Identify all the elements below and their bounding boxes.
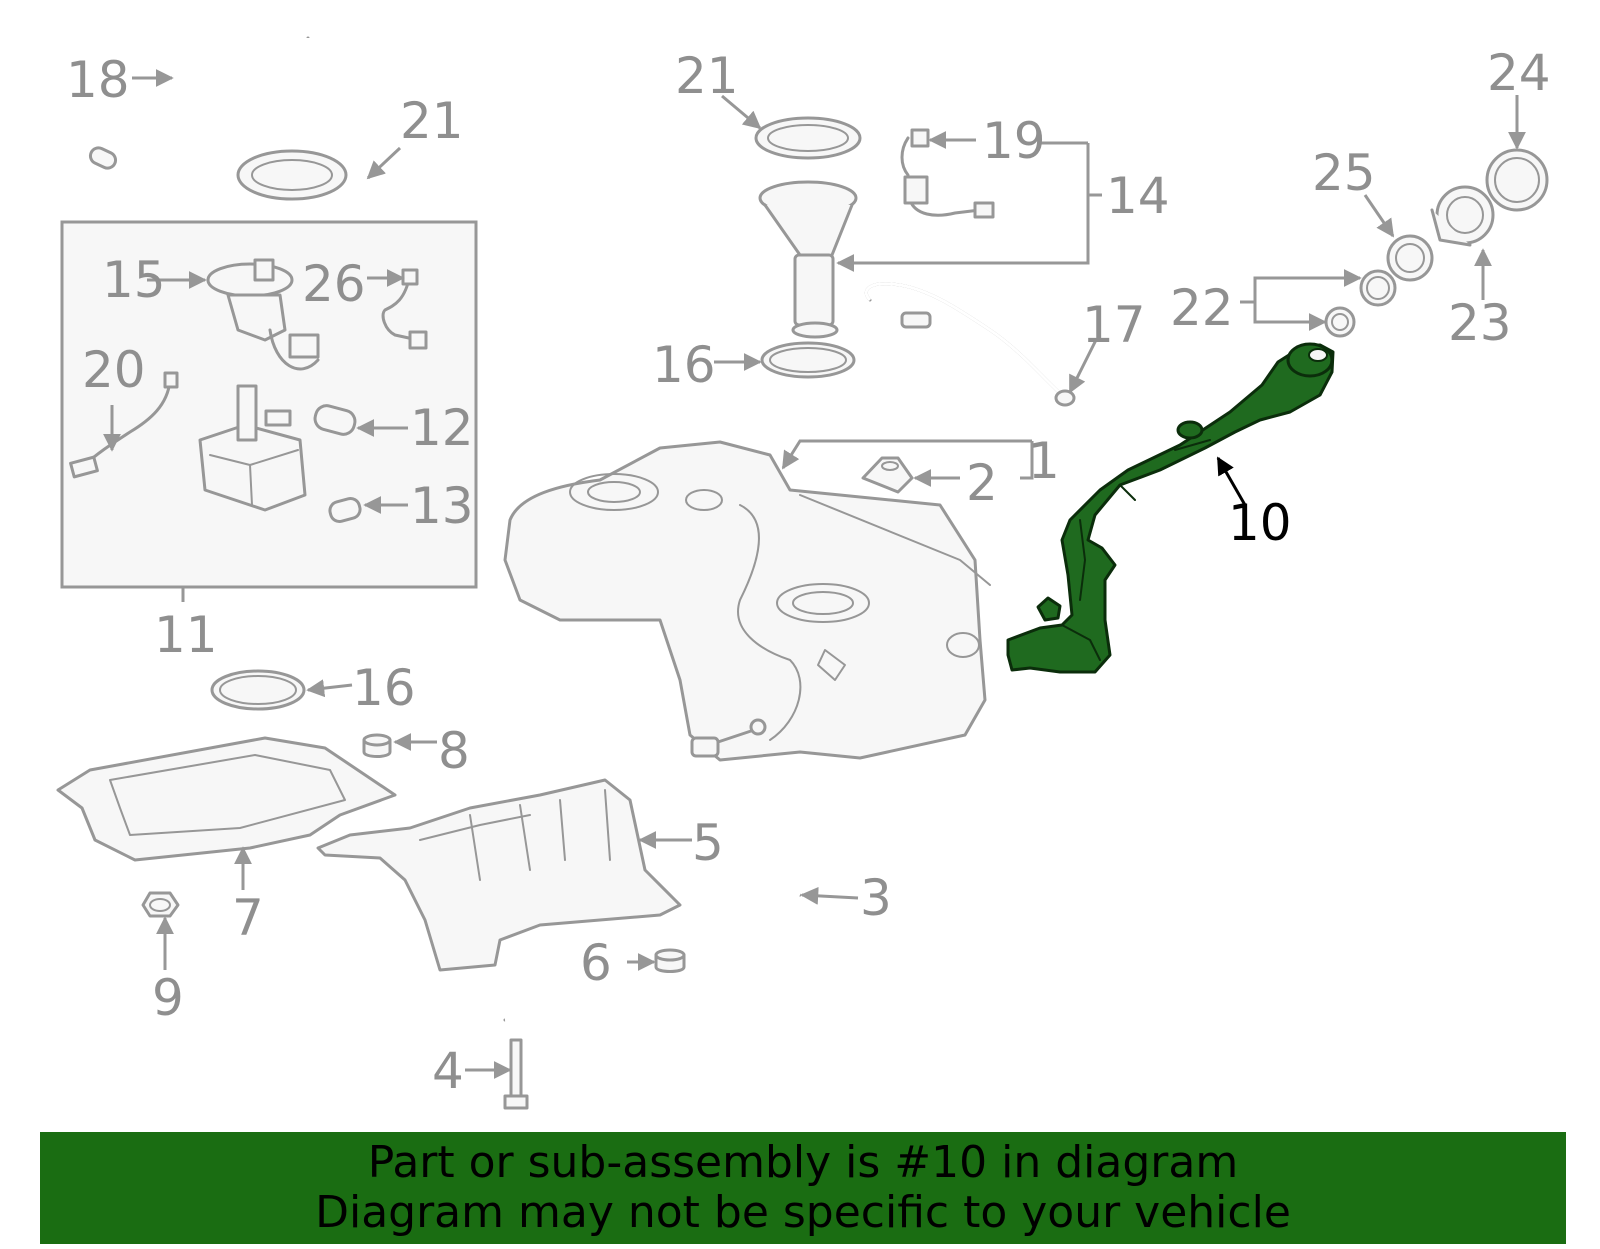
callout-4: 4 — [432, 1042, 464, 1100]
part-4-bolt — [503, 1038, 529, 1110]
part-16-gasket-center — [760, 341, 856, 379]
part-13-valve — [328, 496, 362, 524]
callout-13: 13 — [410, 477, 474, 535]
info-banner: Part or sub-assembly is #10 in diagram D… — [40, 1132, 1566, 1244]
callout-24: 24 — [1487, 44, 1551, 102]
part-7-shield — [56, 736, 397, 862]
callout-3: 3 — [860, 869, 892, 927]
part-9-nut — [141, 891, 180, 918]
part-3-strap — [503, 887, 802, 1068]
part-25-ring — [1386, 234, 1434, 282]
part-19-sender-unit — [900, 128, 995, 219]
callout-18: 18 — [66, 51, 130, 109]
part-16-gasket-left — [210, 669, 306, 711]
part-8-cushion — [362, 733, 392, 758]
callout-21-left: 21 — [400, 92, 464, 150]
part-22-plug-upper — [1359, 269, 1397, 307]
callout-15: 15 — [102, 251, 166, 309]
part-23-filler-neck-seat — [1430, 185, 1495, 247]
callout-26: 26 — [302, 255, 366, 313]
callout-16-center: 16 — [652, 336, 716, 394]
part-21-lock-ring-left — [236, 149, 348, 201]
callout-2: 2 — [966, 454, 998, 512]
callout-6: 6 — [580, 934, 612, 992]
callout-25: 25 — [1312, 144, 1376, 202]
banner-line-1: Part or sub-assembly is #10 in diagram — [367, 1137, 1239, 1188]
callout-11: 11 — [154, 606, 218, 664]
part-10-filler-pipe-highlighted — [1006, 342, 1335, 674]
callout-1: 1 — [1028, 432, 1060, 490]
callout-12: 12 — [410, 399, 474, 457]
part-15-pump-bracket — [206, 258, 320, 371]
part-12-filter — [313, 404, 357, 436]
callout-10-highlighted: 10 — [1228, 494, 1292, 552]
callout-22: 22 — [1170, 279, 1234, 337]
callout-9: 9 — [152, 969, 184, 1027]
part-21-lock-ring-center — [754, 116, 862, 160]
callout-8: 8 — [438, 722, 470, 780]
callout-17: 17 — [1082, 296, 1146, 354]
part-26-harness — [381, 268, 428, 350]
part-1-fuel-tank — [503, 440, 991, 762]
banner-line-2: Diagram may not be specific to your vehi… — [315, 1187, 1291, 1238]
callout-7: 7 — [232, 889, 264, 947]
callout-19: 19 — [982, 112, 1046, 170]
part-6-cushion — [654, 948, 686, 973]
callout-23: 23 — [1448, 294, 1512, 352]
part-17-vent-tube — [864, 282, 1076, 407]
callout-5: 5 — [692, 814, 724, 872]
part-20-wire-harness — [69, 371, 179, 479]
callout-21-center: 21 — [675, 47, 739, 105]
part-14-sender-assembly — [758, 180, 858, 339]
callout-16-left: 16 — [352, 659, 416, 717]
part-24-gasket — [1485, 148, 1549, 212]
part-18-fuel-tube — [88, 36, 310, 192]
part-2-grommet — [861, 456, 914, 494]
part-5-heat-shield — [316, 778, 682, 972]
part-11-pump-body — [198, 384, 307, 512]
callout-20: 20 — [82, 341, 146, 399]
part-22-plug-lower — [1324, 306, 1356, 338]
leader-lines — [103, 69, 1526, 1079]
callout-14: 14 — [1106, 167, 1170, 225]
